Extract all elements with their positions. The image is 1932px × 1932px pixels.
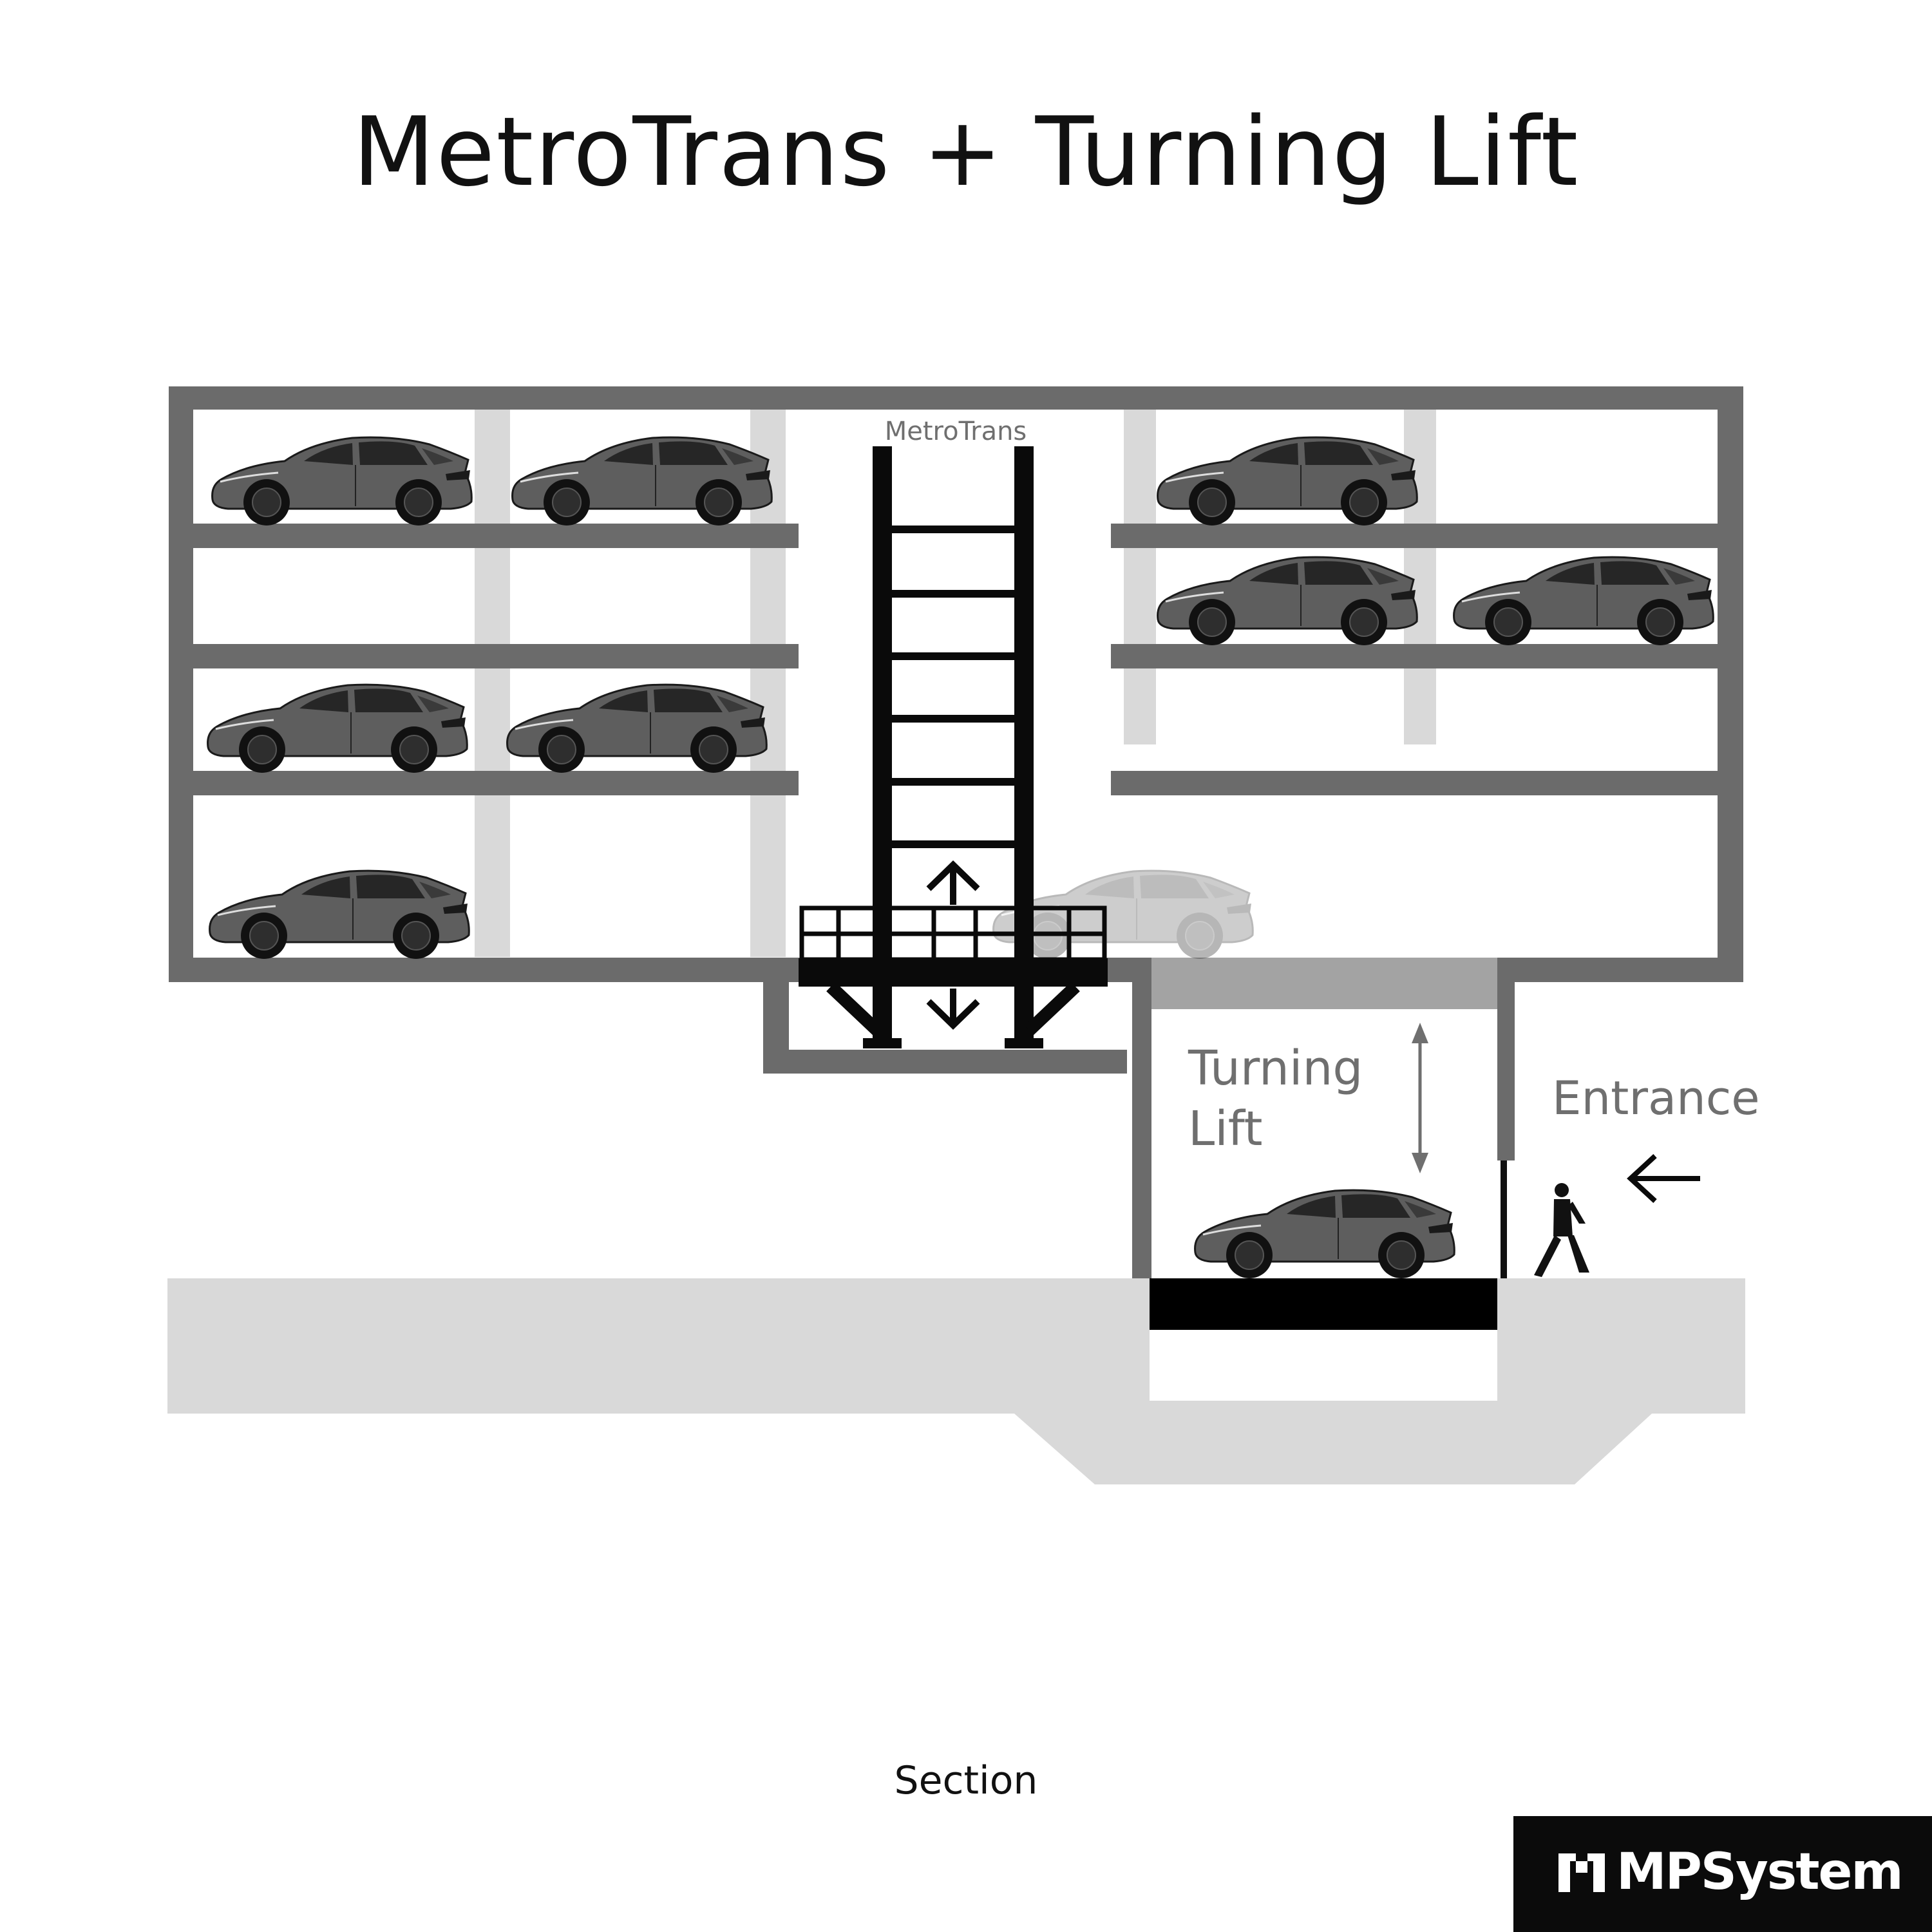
parked-car: [506, 683, 768, 774]
parked-car: [1157, 436, 1418, 527]
caption: Section: [894, 1758, 1038, 1803]
metrotrans-label: MetroTrans: [885, 417, 1027, 446]
lift-shaft-ceiling: [1151, 958, 1497, 1009]
parked-car: [209, 869, 470, 960]
brand-name: MPSystem: [1616, 1843, 1904, 1901]
parked-car: [511, 436, 773, 527]
parked-car: [1453, 556, 1714, 647]
metrotrans-platform: [799, 905, 1108, 1036]
lift-updown-arrow-icon: [1412, 1023, 1428, 1173]
turning-lift-label: Lift: [1188, 1101, 1263, 1157]
parked-car: [1157, 556, 1418, 647]
turning-lift-platform: [1150, 1278, 1497, 1330]
brand-logo: MPSystem: [1513, 1816, 1932, 1932]
ground: [167, 1278, 1745, 1484]
person-walking-icon: [1534, 1183, 1589, 1277]
metrotrans-updown-arrow-icon: [926, 860, 980, 1030]
mpsystem-logo-icon: [1558, 1853, 1605, 1892]
metrotrans-mast: [863, 446, 1043, 1048]
entrance-label: Entrance: [1552, 1071, 1760, 1125]
parked-car: [211, 436, 473, 527]
turning-lift-label: Turning: [1188, 1041, 1363, 1096]
entrance-arrow-icon: [1627, 1154, 1700, 1203]
lift-door: [1501, 1160, 1507, 1278]
parked-car: [207, 683, 468, 774]
page-title: MetroTrans + Turning Lift: [352, 97, 1580, 207]
car-on-turning-lift: [1194, 1189, 1455, 1280]
